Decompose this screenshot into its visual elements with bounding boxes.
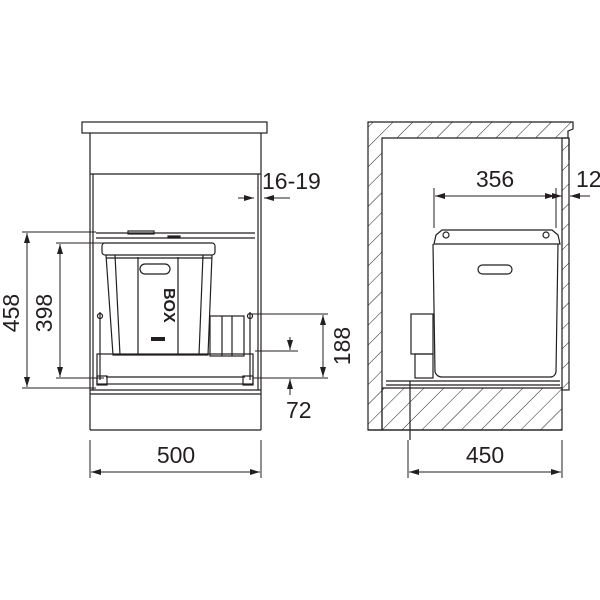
small-container bbox=[209, 315, 245, 357]
dim-side-clearance: 16-19 bbox=[262, 168, 321, 194]
side-bin bbox=[432, 229, 561, 378]
side-view bbox=[367, 121, 574, 440]
side-small-container bbox=[410, 313, 434, 379]
side-bin-handle bbox=[477, 264, 513, 275]
dim-bin-height: 398 bbox=[31, 294, 57, 332]
bin-label: BOX bbox=[160, 288, 177, 323]
worktop bbox=[81, 121, 268, 134]
base-section bbox=[381, 387, 563, 431]
main-bin bbox=[101, 242, 216, 356]
front-dimension-labels: 16-19 458 398 188 72 500 bbox=[0, 168, 355, 468]
dim-rear-clearance: 12 bbox=[576, 166, 600, 192]
bin-logo bbox=[151, 337, 165, 341]
back-wall-section bbox=[561, 137, 570, 391]
dim-total-height: 458 bbox=[0, 294, 24, 332]
dim-small-container-height: 188 bbox=[329, 327, 355, 365]
dim-bin-depth: 356 bbox=[476, 166, 514, 192]
lid-frame bbox=[96, 230, 255, 239]
front-dimensions bbox=[22, 195, 328, 478]
side-dimensions bbox=[407, 188, 590, 478]
side-dimension-labels: 356 12 450 bbox=[466, 166, 600, 468]
drawer-frame bbox=[96, 312, 254, 386]
bin-handle bbox=[139, 263, 171, 275]
dim-cabinet-depth: 450 bbox=[466, 442, 504, 468]
front-view: BOX bbox=[81, 121, 268, 431]
dim-cabinet-width: 500 bbox=[157, 442, 195, 468]
dim-base-height: 72 bbox=[286, 397, 312, 423]
worktop-section bbox=[367, 121, 574, 431]
